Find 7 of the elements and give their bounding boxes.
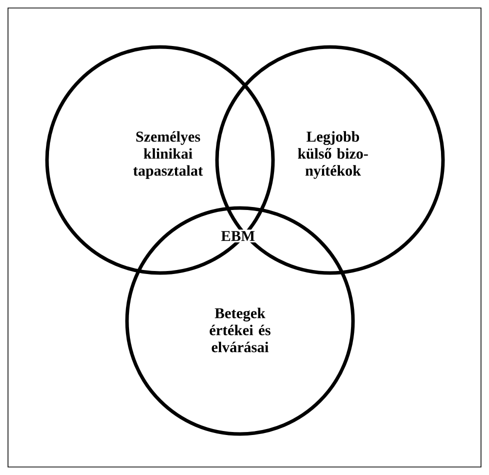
circle: [45, 45, 275, 275]
circle-label: Legjobb külső bizo-nyítékok: [298, 131, 368, 179]
circle-label: Személyes klinikai tapasztalat: [133, 131, 203, 179]
overlap-label: EBM: [219, 230, 257, 242]
circle: [125, 206, 355, 436]
circle: [215, 45, 445, 275]
circle-label: Betegek értékei és elvárásai: [210, 308, 270, 352]
